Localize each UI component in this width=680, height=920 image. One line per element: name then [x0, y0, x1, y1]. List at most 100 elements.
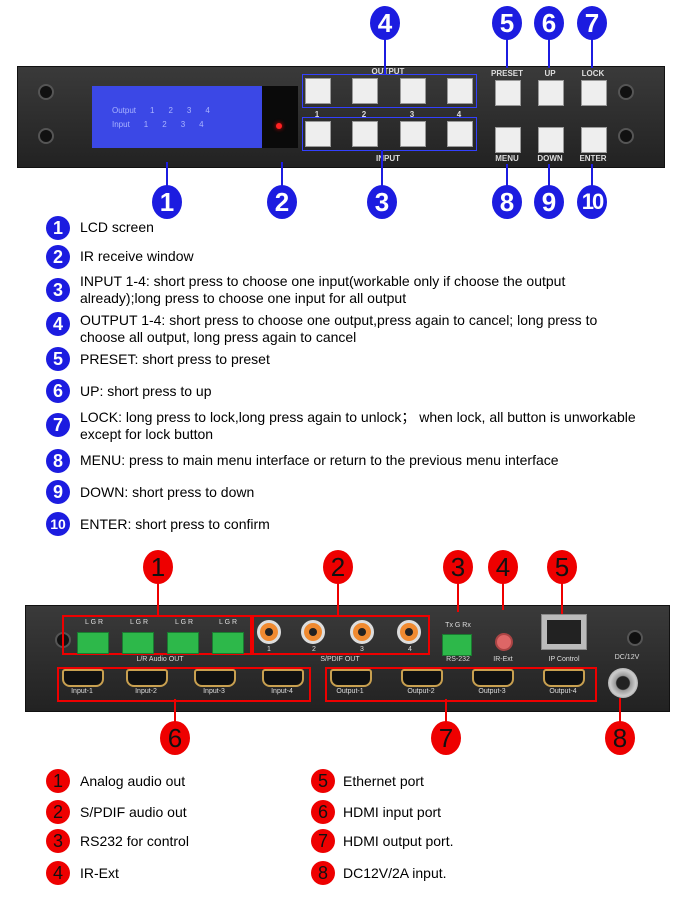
hdmi-output-4[interactable]	[543, 669, 585, 687]
spdif-jack-3[interactable]	[350, 620, 374, 644]
lock-label: LOCK	[581, 69, 605, 78]
callout-1: 1	[152, 185, 182, 219]
hdmi-output-label: Output-1	[336, 688, 364, 695]
hdmi-input-4[interactable]	[262, 669, 304, 687]
legend-text: HDMI input port	[343, 804, 442, 820]
legend-text: PRESET: short press to preset	[80, 351, 270, 367]
spdif-jack-2[interactable]	[301, 620, 325, 644]
callout-line	[281, 162, 283, 188]
audio-out-label: L/R Audio OUT	[136, 656, 184, 663]
input-group-box	[302, 117, 477, 151]
preset-label: PRESET	[490, 69, 524, 78]
callout-line	[619, 698, 621, 723]
callout-line	[548, 38, 550, 68]
legend-text: MENU: press to main menu interface or re…	[80, 452, 559, 468]
hdmi-input-2[interactable]	[126, 669, 168, 687]
channel-number: 3	[409, 110, 415, 119]
legend-text: IR receive window	[80, 248, 194, 264]
screw	[627, 630, 643, 646]
screw	[618, 128, 634, 144]
rear-callout-2: 2	[323, 550, 353, 584]
legend-number: 8	[311, 861, 335, 885]
legend-number: 5	[46, 347, 70, 371]
callout-line	[591, 164, 593, 188]
hdmi-input-1[interactable]	[62, 669, 104, 687]
callout-line	[548, 164, 550, 188]
input-button-1[interactable]	[305, 121, 331, 147]
legend-text: IR-Ext	[80, 865, 119, 881]
callout-line	[337, 582, 339, 615]
hdmi-output-3[interactable]	[472, 669, 514, 687]
output-button-2[interactable]	[352, 78, 378, 104]
hdmi-output-1[interactable]	[330, 669, 372, 687]
menu-button[interactable]	[495, 127, 521, 153]
rear-callout-1: 1	[143, 550, 173, 584]
legend-number: 4	[46, 312, 70, 336]
rear-callout-4: 4	[488, 550, 518, 584]
rear-callout-5: 5	[547, 550, 577, 584]
spdif-number: 1	[267, 646, 271, 653]
ir-led-icon	[276, 123, 282, 129]
lock-button[interactable]	[581, 80, 607, 106]
lgr-label: L G R	[129, 619, 149, 626]
lcd-text: Input	[112, 120, 130, 129]
legend-text: LOCK: long press to lock,long press agai…	[80, 409, 636, 442]
callout-line	[381, 150, 383, 188]
rear-callout-7: 7	[431, 721, 461, 755]
ir-ext-jack[interactable]	[495, 633, 513, 651]
legend-text: HDMI output port.	[343, 833, 454, 849]
input-button-2[interactable]	[352, 121, 378, 147]
output-button-1[interactable]	[305, 78, 331, 104]
hdmi-input-label: Input-2	[135, 688, 157, 695]
rs232-terminal[interactable]	[442, 634, 472, 656]
ir-window	[262, 86, 298, 148]
output-group-box	[302, 74, 477, 108]
ip-control-label: IP Control	[548, 656, 580, 663]
legend-number: 2	[46, 245, 70, 269]
ethernet-port[interactable]	[541, 614, 587, 650]
callout-line	[174, 699, 176, 723]
hdmi-input-label: Input-4	[271, 688, 293, 695]
lcd-text: 4	[199, 120, 204, 129]
legend-number: 7	[311, 829, 335, 853]
preset-button[interactable]	[495, 80, 521, 106]
output-button-3[interactable]	[400, 78, 426, 104]
spdif-jack-1[interactable]	[257, 620, 281, 644]
output-button-4[interactable]	[447, 78, 473, 104]
audio-terminal-1[interactable]	[77, 632, 109, 654]
legend-number: 2	[46, 800, 70, 824]
dc-power-jack[interactable]	[608, 668, 638, 698]
enter-label: ENTER	[579, 154, 607, 163]
down-button[interactable]	[538, 127, 564, 153]
audio-terminal-2[interactable]	[122, 632, 154, 654]
input-button-3[interactable]	[400, 121, 426, 147]
legend-number: 6	[46, 379, 70, 403]
channel-number: 4	[456, 110, 462, 119]
audio-terminal-3[interactable]	[167, 632, 199, 654]
legend-number: 1	[46, 216, 70, 240]
hdmi-input-3[interactable]	[194, 669, 236, 687]
callout-line	[445, 699, 447, 723]
callout-line	[591, 38, 593, 68]
spdif-number: 4	[408, 646, 412, 653]
lgr-label: L G R	[218, 619, 238, 626]
lgr-label: L G R	[84, 619, 104, 626]
lgr-label: L G R	[174, 619, 194, 626]
legend-text: LCD screen	[80, 219, 154, 235]
spdif-number: 2	[312, 646, 316, 653]
audio-terminal-4[interactable]	[212, 632, 244, 654]
enter-button[interactable]	[581, 127, 607, 153]
legend-number: 3	[46, 829, 70, 853]
hdmi-output-2[interactable]	[401, 669, 443, 687]
lcd-text: 1	[150, 106, 155, 115]
spdif-jack-4[interactable]	[397, 620, 421, 644]
legend-text: RS232 for control	[80, 833, 189, 849]
input-label: INPUT	[376, 154, 400, 163]
lcd-text: 3	[180, 120, 186, 129]
up-button[interactable]	[538, 80, 564, 106]
input-button-4[interactable]	[447, 121, 473, 147]
lcd-text: 2	[168, 106, 173, 115]
lcd-text: 3	[186, 106, 192, 115]
callout-2: 2	[267, 185, 297, 219]
